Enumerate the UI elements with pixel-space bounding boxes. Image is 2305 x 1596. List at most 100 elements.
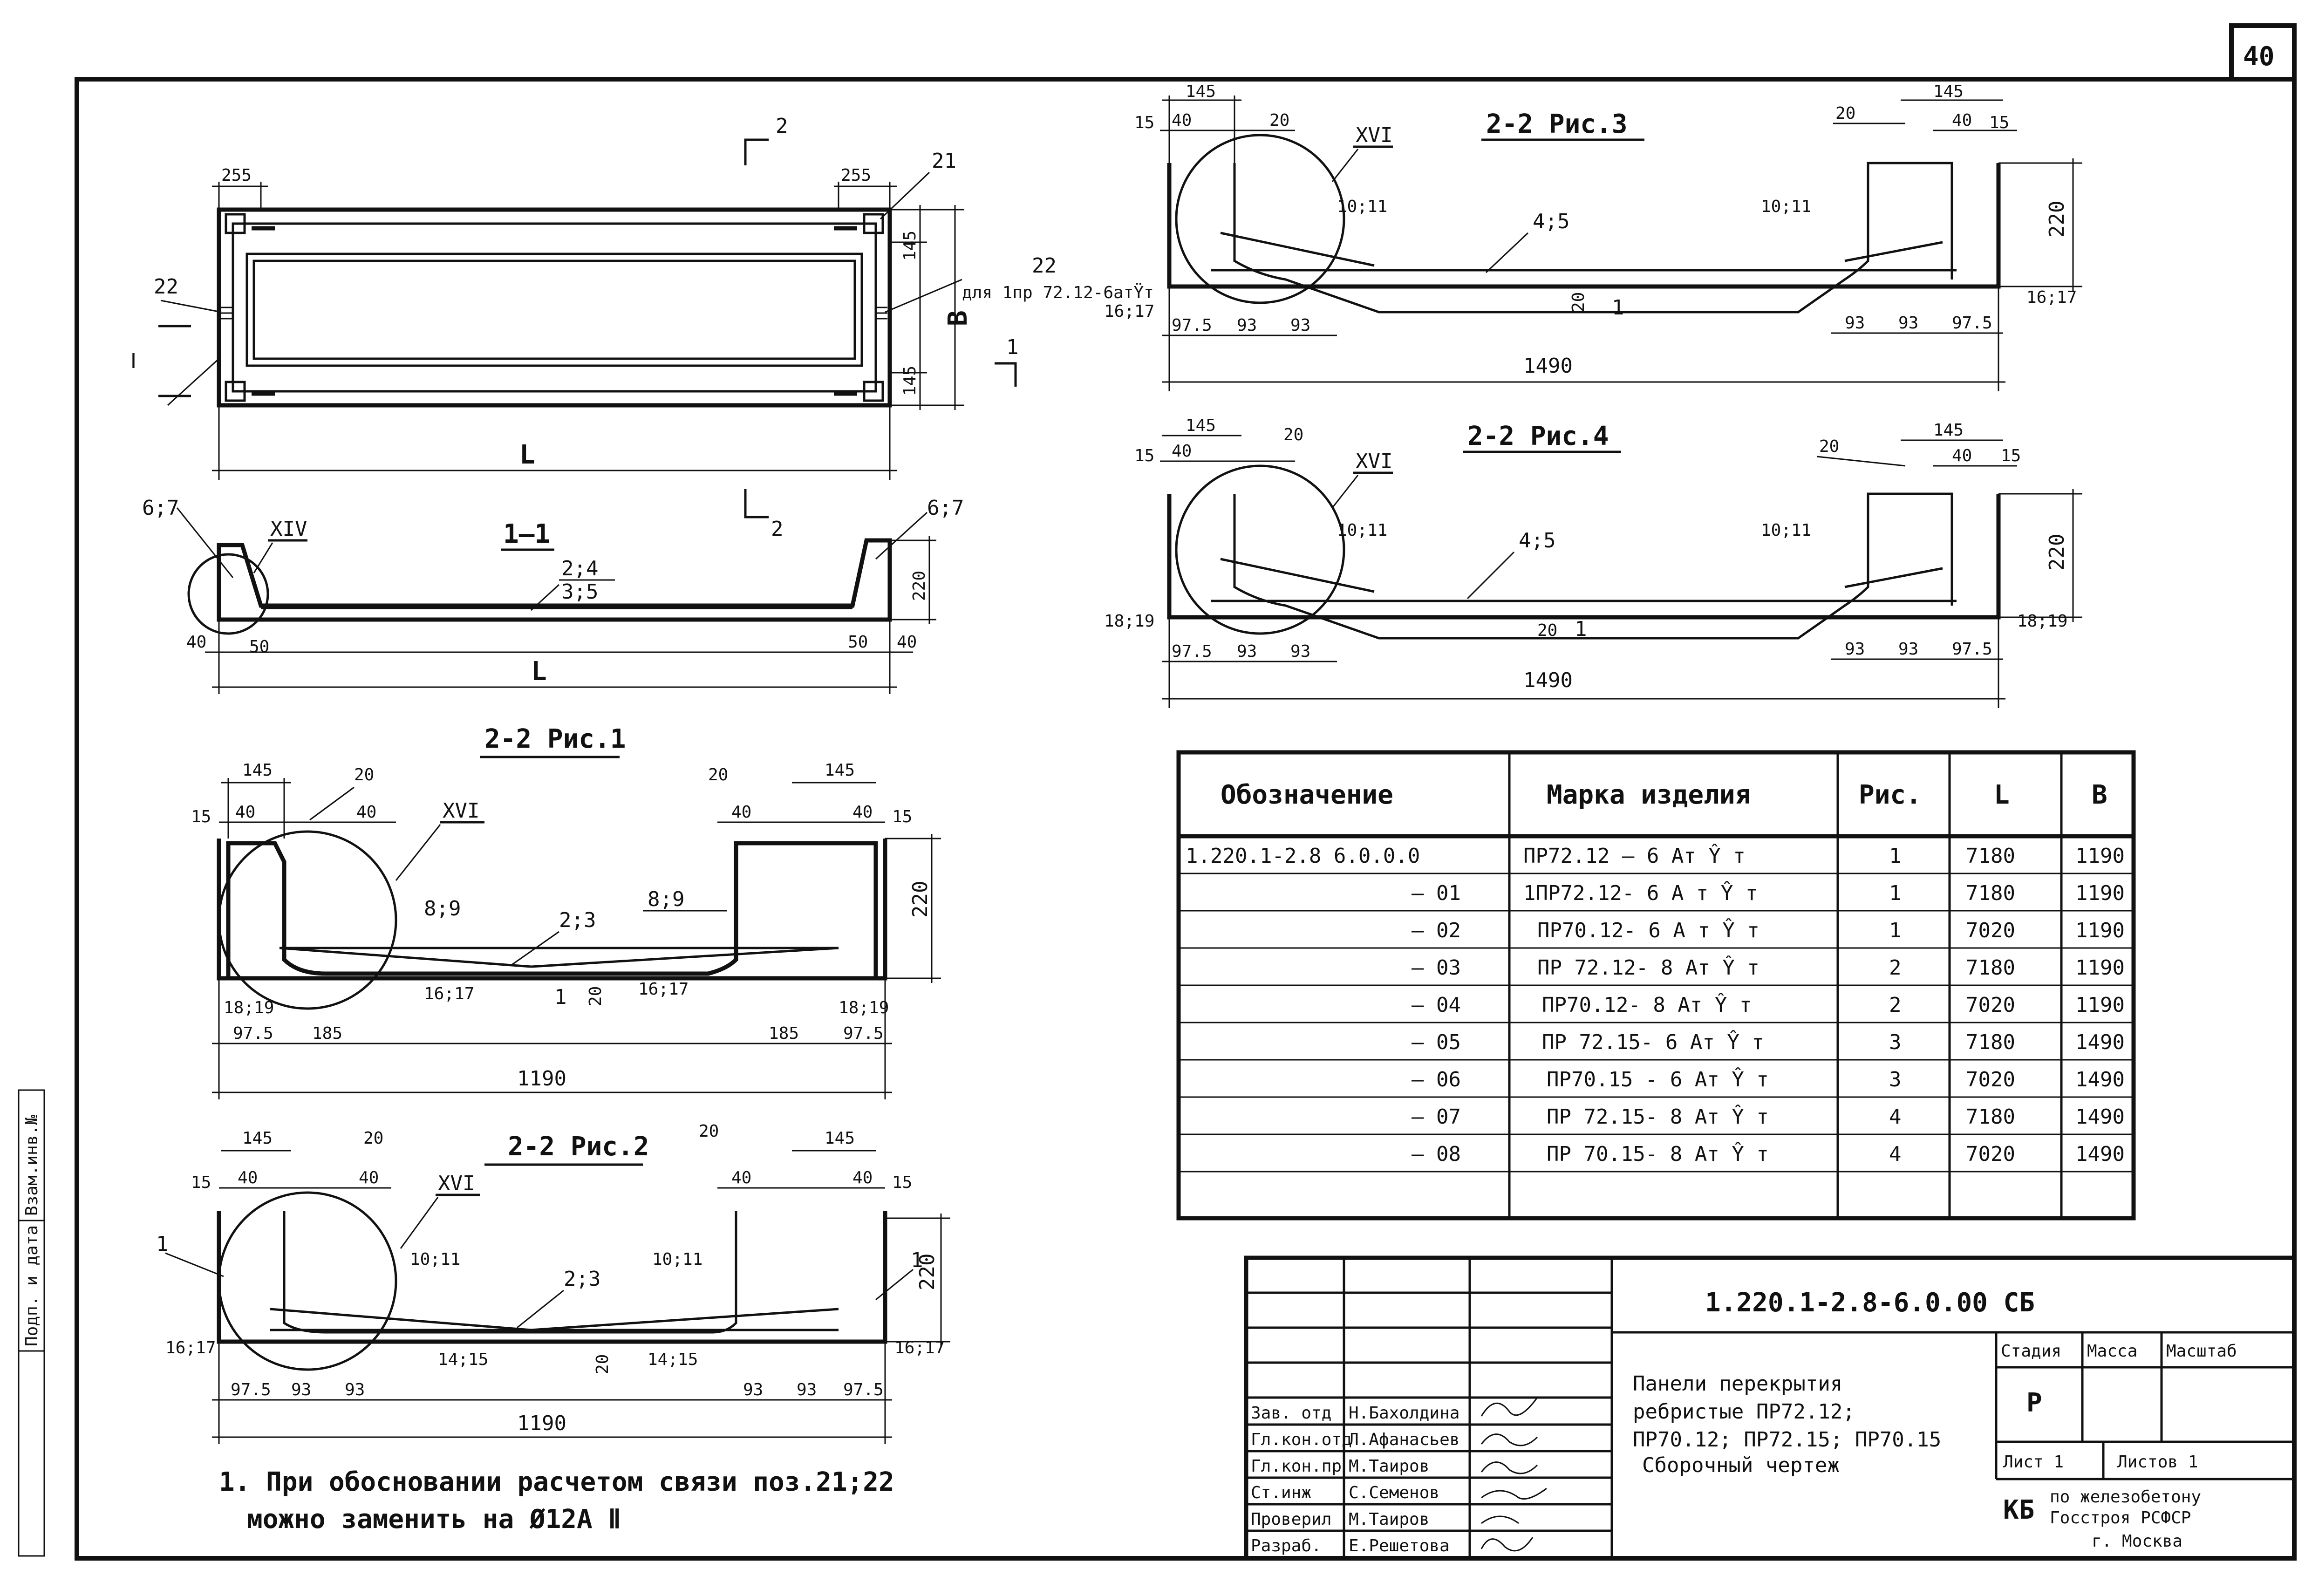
fig4-d15b: 15 — [2001, 446, 2021, 465]
fig4-d40a: 40 — [1172, 442, 1192, 461]
title-name-line4: Сборочный чертеж — [1642, 1453, 1840, 1477]
fig2-l20: 20 — [593, 1354, 612, 1374]
plan-dim-145-top: 145 — [900, 231, 920, 261]
fig4-d975a: 97.5 — [1172, 642, 1212, 661]
fig2-l23: 2;3 — [564, 1267, 600, 1291]
fig3-title: 2-2 Рис.3 — [1486, 109, 1627, 139]
fig4-d145a: 145 — [1186, 416, 1216, 435]
fig2-l1a: 1 — [156, 1232, 169, 1256]
spec-row-1-designation: — 01 — [1412, 881, 1461, 905]
fig2-d20b: 20 — [699, 1122, 719, 1141]
fig3-d20a: 20 — [1269, 111, 1289, 130]
fig4-d1490: 1490 — [1523, 668, 1573, 692]
spec-row-6-designation: — 06 — [1412, 1068, 1461, 1091]
spec-row-8-designation: — 08 — [1412, 1142, 1461, 1166]
plan-dim-255-right: 255 — [841, 166, 871, 185]
spec-row-0-mark: ПР72.12 — 6 Ат Ŷ т — [1523, 843, 1746, 868]
fig3-d1490: 1490 — [1523, 354, 1573, 378]
spec-row-1-fig: 1 — [1889, 881, 1902, 905]
fig2-d93b: 93 — [345, 1380, 365, 1399]
spec-row-5-mark: ПР 72.15- 6 Ат Ŷ т — [1542, 1030, 1764, 1054]
section-1-1-label-24: 2;4 — [561, 557, 598, 580]
margin-stamp: Взам.инв.№ Подп. и дата — [18, 1089, 45, 1557]
fig3-d20b: 20 — [1835, 104, 1855, 123]
spec-row-5-l: 7180 — [1966, 1030, 2015, 1054]
fig1-d15b: 15 — [892, 807, 912, 826]
spec-row-8-fig: 4 — [1889, 1142, 1902, 1166]
fig2-d93a: 93 — [291, 1380, 311, 1399]
fig2-title: 2-2 Рис.2 — [508, 1132, 649, 1162]
fig1-l1: 1 — [554, 985, 567, 1009]
fig1-d40b: 40 — [356, 803, 376, 822]
fig1-title: 2-2 Рис.1 — [484, 724, 626, 754]
fig2-d93c: 93 — [743, 1380, 763, 1399]
section-1-1-dim-40-right: 40 — [897, 633, 917, 652]
fig3-d15b: 15 — [1989, 113, 2009, 132]
spec-row-2-l: 7020 — [1966, 919, 2015, 942]
fig1-l20: 20 — [586, 986, 605, 1006]
section-1-1-title: 1—1 — [503, 519, 550, 549]
fig2-d93d: 93 — [797, 1380, 817, 1399]
spec-row-4-b: 1190 — [2075, 993, 2125, 1017]
title-mass-header: Масса — [2087, 1342, 2137, 1361]
signatures — [1480, 1397, 1547, 1552]
fig1-l23: 2;3 — [559, 908, 596, 932]
fig1-l1819b: 18;19 — [839, 998, 889, 1017]
title-role-3: Ст.инж — [1251, 1483, 1311, 1502]
title-sheet-label: Лист 1 — [2003, 1453, 2064, 1472]
title-name-1: Л.Афанасьев — [1349, 1430, 1459, 1449]
sheet-frame — [75, 77, 2297, 1561]
fig1-l1617a: 16;17 — [424, 984, 474, 1003]
fig1-d220: 220 — [908, 881, 932, 918]
fig1-d40c: 40 — [731, 803, 751, 822]
fig1-d185a: 185 — [312, 1024, 342, 1043]
fig4-title: 2-2 Рис.4 — [1467, 421, 1609, 451]
fig3-d145a: 145 — [1186, 82, 1216, 101]
spec-row-6-mark: ПР70.15 - 6 Ат Ŷ т — [1547, 1067, 1769, 1091]
spec-row-0-fig: 1 — [1889, 844, 1902, 868]
section-1-1-dim-50-right: 50 — [848, 633, 868, 652]
fig1-l1617b: 16;17 — [638, 980, 689, 999]
title-org-line2: Госстроя РСФСР — [2050, 1508, 2191, 1528]
fig4-l20: 20 — [1537, 621, 1557, 640]
title-org-line3: г. Москва — [2092, 1532, 2182, 1551]
spec-table-rows: 1.220.1-2.8 6.0.0.0 ПР72.12 — 6 Ат Ŷ т 1… — [1186, 843, 2125, 1166]
plan-section-i: Ⅰ — [130, 349, 136, 373]
fig1-d1190: 1190 — [517, 1067, 566, 1091]
spec-row-3-fig: 2 — [1889, 956, 1902, 980]
spec-row-0-b: 1190 — [2075, 844, 2125, 868]
spec-row-8-b: 1490 — [2075, 1142, 2125, 1166]
fig4: 2-2 Рис.4 XVI 145 20 15 40 145 20 40 15 … — [1104, 416, 2082, 708]
fig1-node: XVI — [443, 799, 479, 823]
fig3-d145b: 145 — [1933, 82, 1964, 101]
title-people: Зав. отд Н.Бахолдина Гл.кон.отд Л.Афанас… — [1251, 1404, 1459, 1555]
fig1-d40d: 40 — [852, 803, 873, 822]
fig3-node: XVI — [1356, 123, 1392, 147]
plan-dim-l: L — [519, 440, 535, 470]
fig2-l1415b: 14;15 — [648, 1350, 698, 1369]
spec-row-3-b: 1190 — [2075, 956, 2125, 980]
fig2-d40a: 40 — [238, 1168, 258, 1187]
spec-header-designation: Обозначение — [1221, 780, 1393, 810]
fig4-d145b: 145 — [1933, 421, 1964, 440]
fig1-d20b: 20 — [708, 765, 728, 784]
fig2-l1617a: 16;17 — [165, 1338, 216, 1357]
plan-view: 255 255 21 145 145 B L 22 22 для 1пр 72.… — [130, 114, 1154, 541]
plan-dim-b: B — [943, 310, 973, 326]
spec-row-2-b: 1190 — [2075, 919, 2125, 942]
fig3-l1: 1 — [1612, 296, 1624, 320]
plan-dim-255-left: 255 — [221, 166, 252, 185]
plan-section-mark-top: 2 — [776, 114, 788, 138]
spec-header-b: B — [2092, 780, 2107, 810]
title-name-4: М.Таиров — [1349, 1510, 1429, 1529]
section-1-1-label-67-left: 6;7 — [142, 496, 179, 520]
fig3-d93b: 93 — [1290, 316, 1310, 335]
fig4-d20b: 20 — [1819, 437, 1839, 456]
title-role-0: Зав. отд — [1251, 1404, 1331, 1423]
spec-row-7-mark: ПР 72.15- 8 Ат Ŷ т — [1547, 1104, 1769, 1129]
fig2-d220: 220 — [915, 1254, 939, 1290]
spec-row-3-designation: — 03 — [1412, 956, 1461, 980]
fig1-l1819a: 18;19 — [224, 998, 274, 1017]
spec-row-2-designation: — 02 — [1412, 919, 1461, 942]
